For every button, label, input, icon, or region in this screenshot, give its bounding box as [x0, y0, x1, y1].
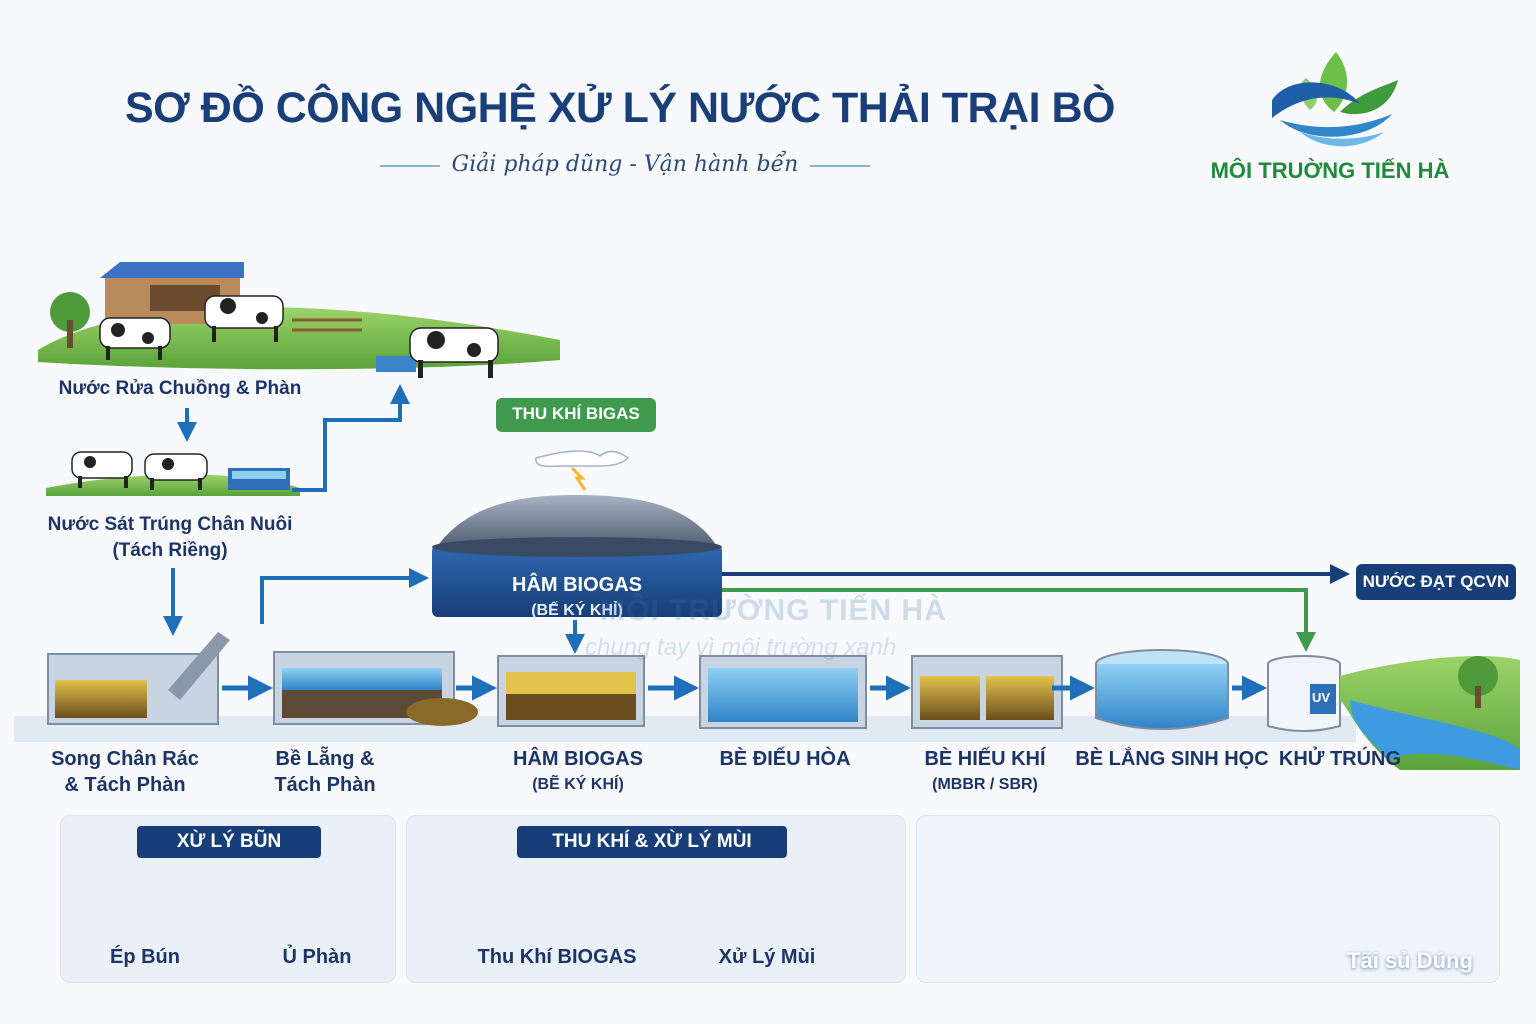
effluent-standard-tag: NƯỚC ĐẠT QCVN	[1356, 564, 1516, 600]
source-disinfect-line1: Nước Sát Trúng Chân Nuôi	[47, 514, 293, 535]
step-6-line1: BÈ LẮNG SINH HỌC	[1075, 748, 1269, 770]
step-label-aerobic: BÈ HIẾU KHÍ (MBBR / SBR)	[890, 746, 1080, 798]
subtitle-banner: Giải pháp dũng - Vận hành bển	[380, 150, 870, 180]
source-washing-label: Nước Rửa Chuồng & Phàn	[58, 378, 302, 399]
source-flow-arrows	[163, 384, 429, 636]
source-disinfect-label: Nước Sát Trúng Chân Nuôi (Tách Riềng)	[20, 512, 320, 564]
step-2-line2: Tách Phàn	[274, 774, 376, 796]
biogas-tank-sub: (BẾ KÝ KHỈ)	[531, 602, 623, 619]
step-5-line1: BÈ HIẾU KHÍ	[924, 748, 1046, 770]
farm-scene-illustration	[38, 262, 560, 496]
step-label-settling: Bề Lẵng & Tách Phàn	[240, 746, 410, 798]
panel-sludge-title: XỪ LÝ BŨN	[137, 826, 321, 858]
brand-logo	[1272, 52, 1398, 147]
step-label-equalization: BÈ ĐIẾU HÒA	[690, 746, 880, 772]
biogas-collect-tag: THU KHÍ BIGAS	[496, 398, 656, 432]
panel-reuse	[916, 815, 1500, 983]
step-5-line2: (MBBR / SBR)	[932, 776, 1038, 793]
step-label-bio-settling: BÈ LẮNG SINH HỌC	[1072, 746, 1272, 772]
step-3-line1: HÂM BIOGAS	[513, 748, 643, 770]
step-4-line1: BÈ ĐIẾU HÒA	[719, 748, 851, 770]
uv-label: UV	[1312, 690, 1331, 705]
panel-sludge-press-label: Ép Bún	[110, 946, 180, 968]
step-2-line1: Bề Lẵng &	[275, 748, 375, 770]
panel-sludge: XỪ LÝ BŨN Ép Bún Ủ Phàn	[60, 815, 396, 983]
step-7-line1: KHỬ TRÚNG	[1278, 748, 1402, 770]
biogas-tank-name: HÂM BIOGAS	[512, 574, 642, 596]
step-label-disinfection: KHỬ TRÚNG	[1272, 746, 1408, 772]
subtitle: Giải pháp dũng - Vận hành bển	[451, 152, 799, 177]
watermark-name: MÔI TRƯỜNG TIẾN HÀ	[600, 594, 947, 627]
panel-sludge-compost-label: Ủ Phàn	[282, 946, 352, 968]
step-units	[47, 632, 1520, 770]
subtitle-rule-right	[810, 165, 870, 167]
panel-gas-biogas-label: Thu Khí BIOGAS	[477, 946, 637, 968]
source-disinfect-line2: (Tách Riềng)	[112, 540, 228, 561]
panel-reuse-label: Tãi sủ Dúng	[1347, 948, 1473, 973]
panel-gas-odor-label: Xử Lý Mùi	[718, 946, 816, 968]
effluent-lines	[565, 564, 1350, 654]
biogas-tank-label: HÂM BIOGAS (BẾ KÝ KHỈ)	[446, 572, 708, 624]
panel-gas-title: THU KHÍ & XỪ LÝ MÙI	[517, 826, 787, 858]
step-1-line1: Song Chân Rác	[51, 748, 199, 770]
step-3-line2: (BẼ KÝ KHÍ)	[532, 776, 624, 793]
subtitle-rule-left	[380, 165, 440, 167]
step-label-biogas: HÂM BIOGAS (BẼ KÝ KHÍ)	[478, 746, 678, 798]
brand-name: MÔI TRUỜNG TIẾN HÀ	[1210, 158, 1450, 183]
page-title: SƠ ĐỒ CÔNG NGHỆ XỬ LÝ NƯỚC THẢI TRẠI BÒ	[124, 84, 1116, 132]
watermark-slogan: chung tay vì môi trường xanh	[585, 634, 897, 661]
biogas-dome-tank	[432, 450, 722, 617]
step-1-line2: & Tách Phàn	[64, 774, 186, 796]
panel-gas-odor: THU KHÍ & XỪ LÝ MÙI Thu Khí BIOGAS Xử Lý…	[406, 815, 906, 983]
step-label-screening: Song Chân Rác & Tách Phàn	[30, 746, 220, 798]
